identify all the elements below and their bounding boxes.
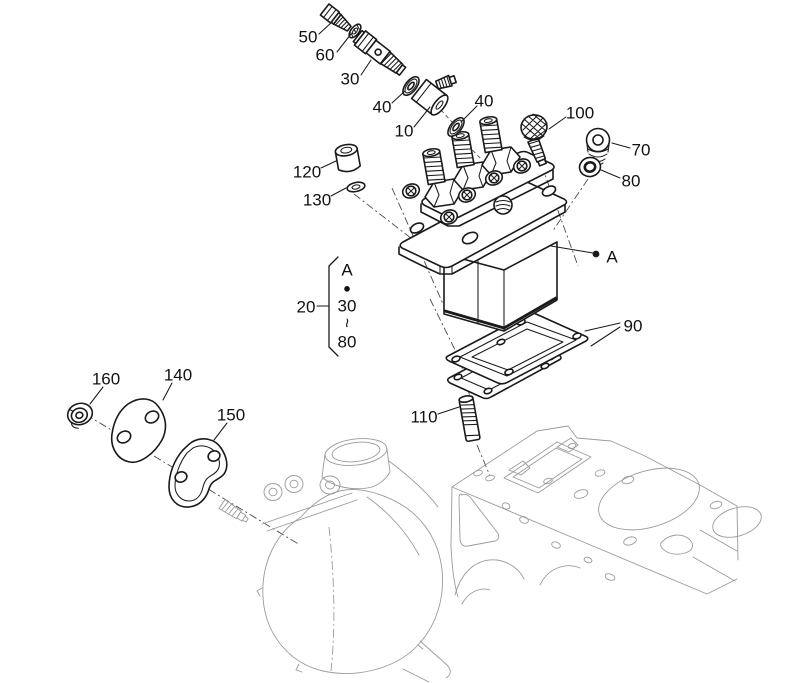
callout-80: 80 <box>622 172 641 191</box>
callout-40-lower: 40 <box>475 92 494 111</box>
callout-labels: 50 60 30 40 10 40 100 70 80 120 130 20 A… <box>92 28 651 427</box>
callout-110: 110 <box>410 408 437 427</box>
assembly-bracket: A ● 30 ~ 80 <box>328 256 357 357</box>
joint-fitting-10 <box>410 74 457 116</box>
banjo-bolt-30 <box>352 29 407 76</box>
bullet-dot-icon: ● <box>343 281 351 296</box>
plug-70 <box>585 127 611 166</box>
bracket-line-80: 80 <box>338 333 357 352</box>
callout-150: 150 <box>217 406 245 425</box>
pump-body <box>443 241 558 332</box>
callout-130: 130 <box>303 191 331 210</box>
injection-pump-assembly <box>398 114 568 332</box>
stud <box>458 395 481 443</box>
callout-140: 140 <box>164 366 192 385</box>
bolt-50 <box>319 3 352 32</box>
leader-lines <box>89 21 631 441</box>
bracket-line-A: A <box>341 261 353 280</box>
callout-40-upper: 40 <box>373 98 392 117</box>
callout-100: 100 <box>566 104 594 123</box>
gear-case-reference <box>218 438 451 683</box>
bleed-fitting-reference <box>218 498 249 523</box>
callout-90: 90 <box>624 317 643 336</box>
bleed-screw-100 <box>520 113 548 167</box>
callout-A-dot <box>592 250 600 258</box>
callout-10: 10 <box>395 122 414 141</box>
washer-130 <box>346 181 366 193</box>
gasket-150 <box>168 438 228 508</box>
cover-plate-140 <box>110 398 167 464</box>
callout-70: 70 <box>632 141 651 160</box>
callout-60: 60 <box>316 46 335 65</box>
callout-120: 120 <box>293 163 321 182</box>
callout-50: 50 <box>299 28 318 47</box>
grommet-160 <box>66 402 94 429</box>
callout-30: 30 <box>341 70 360 89</box>
washer-80 <box>578 156 602 178</box>
callout-160: 160 <box>92 370 120 389</box>
bracket-line-30: 30 <box>338 297 357 316</box>
gasket-upper <box>445 312 589 385</box>
callout-20: 20 <box>297 298 316 317</box>
engine-block-reference <box>450 425 762 605</box>
cap-120 <box>334 143 362 173</box>
callout-A: A <box>606 248 618 267</box>
bracket-tilde: ~ <box>338 318 357 328</box>
threaded-boss <box>493 195 513 215</box>
